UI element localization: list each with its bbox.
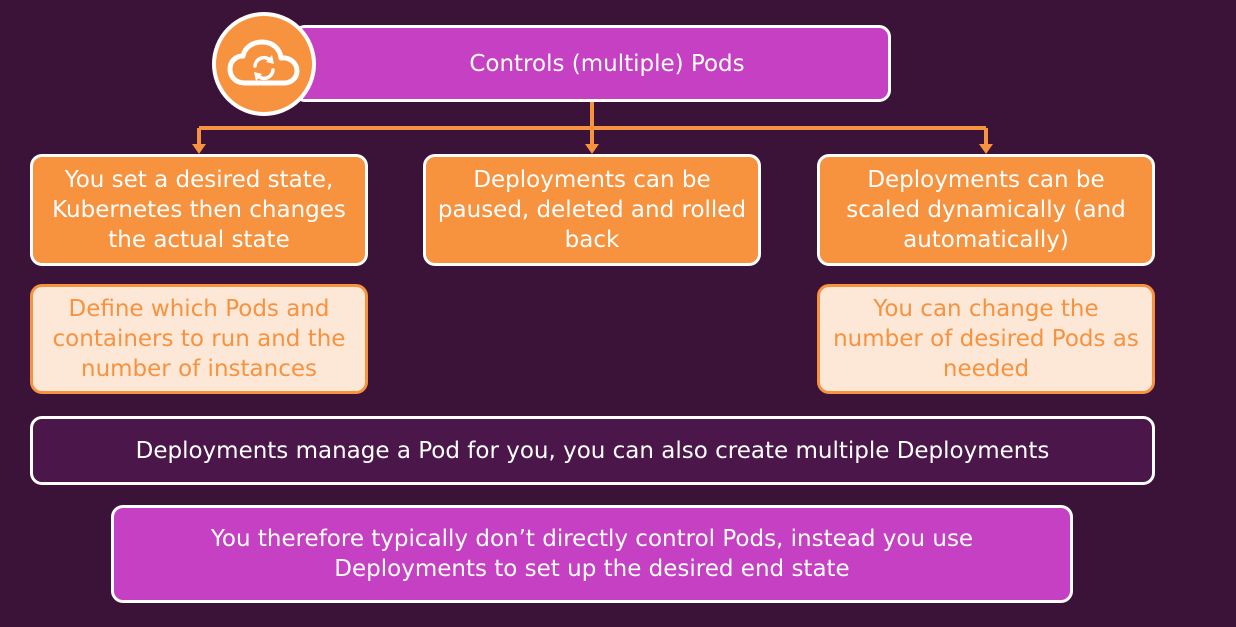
deployments-manage-label: Deployments manage a Pod for you, you ca… bbox=[135, 437, 1050, 464]
conclusion-box: You therefore typically don’t directly c… bbox=[111, 505, 1073, 603]
conclusion-label: You therefore typically don’t directly c… bbox=[210, 526, 974, 582]
deployments-manage-box: Deployments manage a Pod for you, you ca… bbox=[30, 416, 1155, 485]
change-pods-box: You can change the number of desired Pod… bbox=[817, 284, 1155, 394]
cloud-sync-icon bbox=[227, 39, 300, 86]
desired-state-label: You set a desired state, Kubernetes then… bbox=[52, 167, 346, 253]
define-pods-label: Define which Pods and containers to run … bbox=[52, 296, 346, 382]
controls-pods-label: Controls (multiple) Pods bbox=[469, 50, 745, 77]
pause-delete-rollback-box: Deployments can be paused, deleted and r… bbox=[423, 154, 761, 266]
define-pods-box: Define which Pods and containers to run … bbox=[30, 284, 368, 394]
change-pods-label: You can change the number of desired Pod… bbox=[833, 296, 1139, 382]
cloud-sync-badge bbox=[212, 12, 316, 116]
arrow-center-icon bbox=[585, 144, 599, 154]
pause-delete-rollback-label: Deployments can be paused, deleted and r… bbox=[437, 167, 747, 253]
arrow-right-icon bbox=[979, 144, 993, 154]
controls-pods-box: Controls (multiple) Pods bbox=[293, 25, 891, 102]
scaling-label: Deployments can be scaled dynamically (a… bbox=[846, 167, 1126, 253]
arrow-left-icon bbox=[192, 144, 206, 154]
desired-state-box: You set a desired state, Kubernetes then… bbox=[30, 154, 368, 266]
scaling-box: Deployments can be scaled dynamically (a… bbox=[817, 154, 1155, 266]
